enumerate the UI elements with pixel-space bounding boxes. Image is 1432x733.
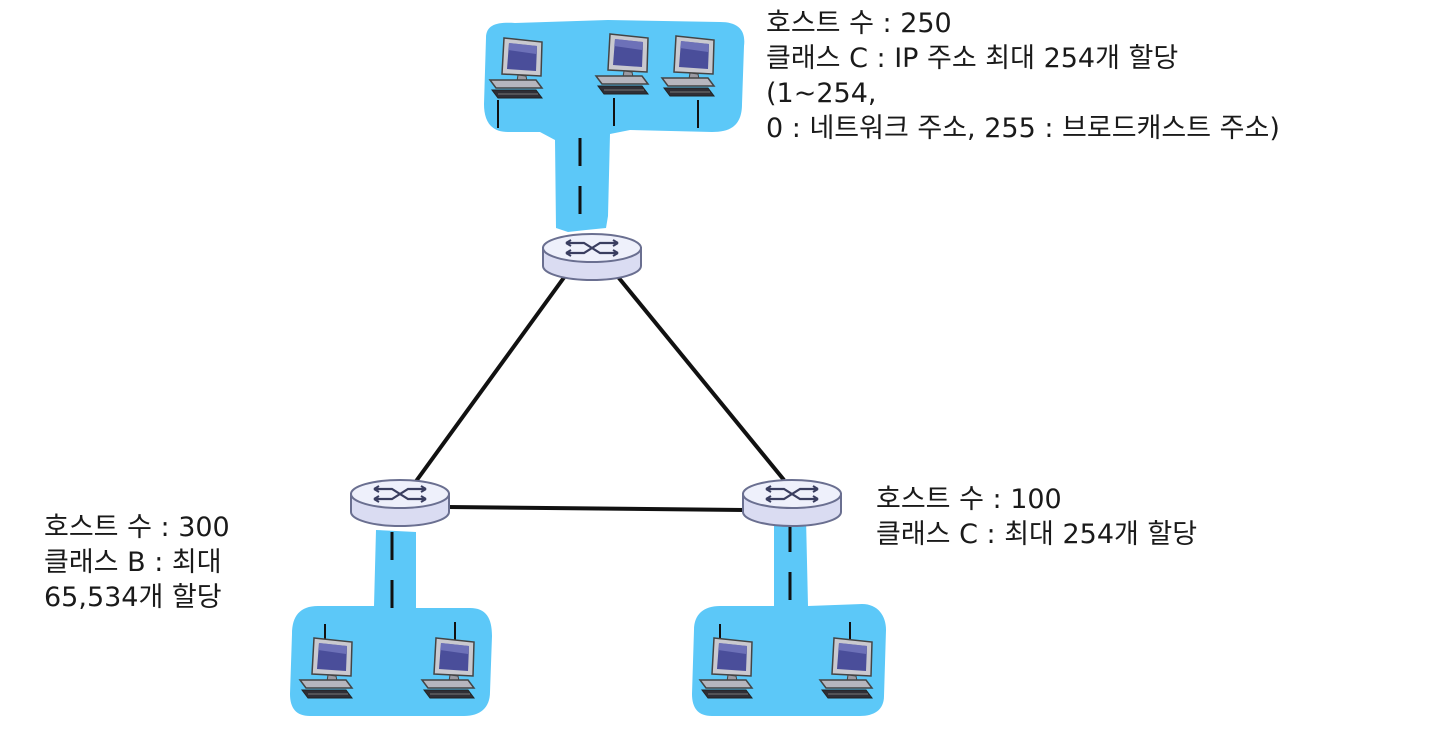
link-top-right [612,270,786,482]
link-top-left [412,270,570,486]
label-line: 0 : 네트워크 주소, 255 : 브로드캐스트 주소) [766,113,1280,144]
label-line: (1~254, [766,78,877,109]
label-line: 호스트 수 : 250 [766,8,952,39]
label-line: 65,534개 할당 [44,582,222,613]
label-line: 클래스 C : 최대 254개 할당 [876,519,1198,550]
router-icon [349,478,451,528]
router-icon [541,232,643,282]
router-icon [741,478,843,528]
link-left-right [447,505,745,512]
label-line: 호스트 수 : 300 [44,512,230,543]
label-top-subnet: 호스트 수 : 250 클래스 C : IP 주소 최대 254개 할당 (1~… [766,6,1280,146]
label-right-subnet: 호스트 수 : 100 클래스 C : 최대 254개 할당 [876,482,1197,552]
label-line: 클래스 B : 최대 [44,547,222,578]
label-line: 호스트 수 : 100 [876,484,1062,515]
label-left-subnet: 호스트 수 : 300 클래스 B : 최대 65,534개 할당 [44,510,230,615]
label-line: 클래스 C : IP 주소 최대 254개 할당 [766,43,1179,74]
